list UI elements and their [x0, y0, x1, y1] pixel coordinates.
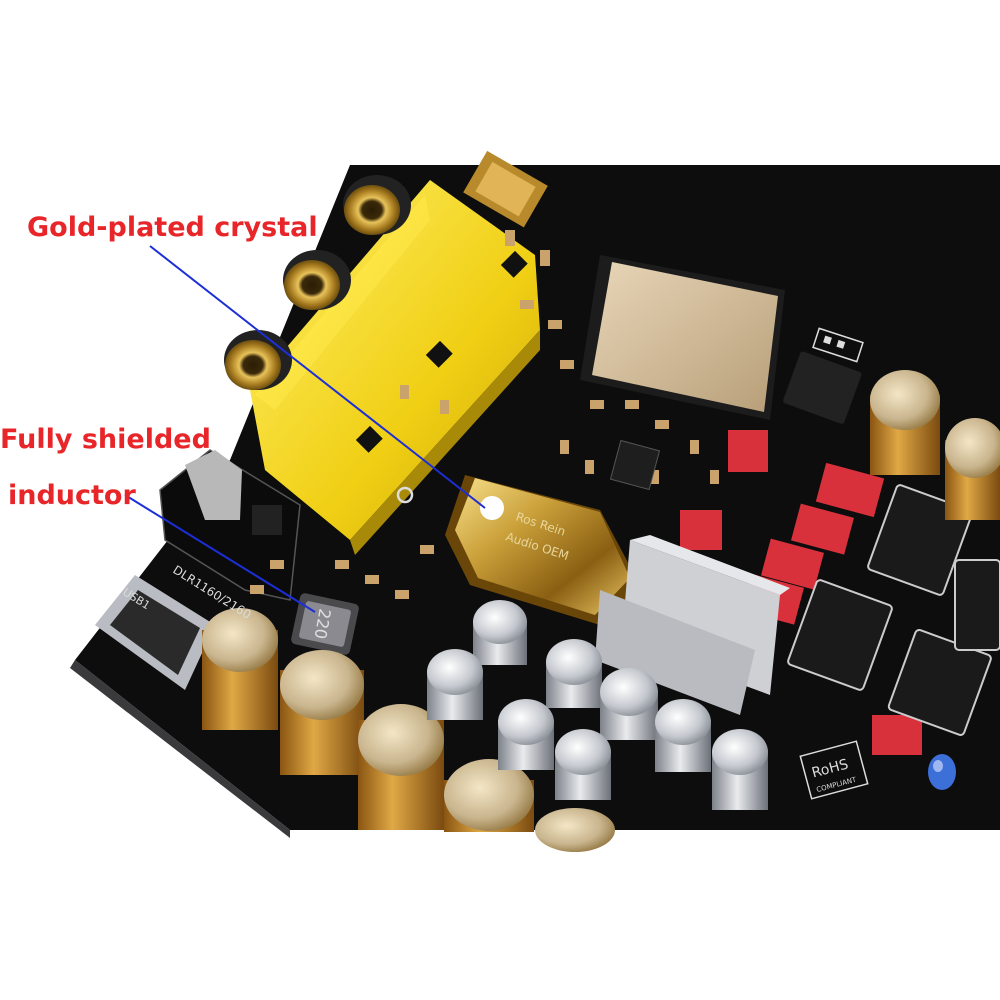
- crystal-leader-line: [149, 245, 486, 509]
- opamp-2: [787, 579, 893, 691]
- gold-crystal: Ros Rein Audio OEM: [445, 475, 640, 625]
- antenna-connector: [463, 150, 548, 228]
- inductor-annotation-label-line1: Fully shielded: [0, 424, 211, 455]
- mounting-hole: [396, 486, 414, 504]
- electrolytic-silver-3: [546, 639, 602, 708]
- rca-jack-3: [224, 330, 292, 390]
- crystal-annotation-label: Gold-plated crystal: [27, 212, 318, 243]
- electrolytic-gold-3: [358, 704, 444, 830]
- header-pins: [812, 327, 864, 363]
- grey-film-capacitors: [595, 535, 790, 715]
- pcb-edge: [70, 660, 290, 838]
- inductor-leader-line: [124, 494, 316, 613]
- wireless-module: [580, 255, 785, 420]
- smd-components: [250, 230, 719, 599]
- electrolytic-gold-top-1: [870, 370, 940, 475]
- electrolytic-gold-1: [202, 608, 278, 730]
- qfn-chip: [609, 439, 661, 491]
- electrolytic-silver-1: [473, 600, 527, 665]
- electrolytic-gold-top-2: [945, 418, 1000, 520]
- opamp-4: [954, 559, 1000, 651]
- electrolytic-gold-5: [535, 808, 615, 852]
- electrolytic-silver-4: [498, 699, 554, 770]
- electrolytic-silver-8: [712, 729, 768, 810]
- electrolytic-gold-2: [280, 650, 364, 775]
- rca-jack-1: [343, 175, 411, 235]
- blue-led: [928, 754, 956, 790]
- electrolytic-silver-2: [427, 649, 483, 720]
- optical-jack: [159, 449, 301, 601]
- rca-connector-block: [250, 180, 540, 555]
- electrolytic-gold-4: [444, 759, 534, 832]
- electrolytic-silver-7: [655, 699, 711, 772]
- inductor-annotation-label-line2: inductor: [8, 480, 136, 511]
- usb-c-port: [95, 575, 215, 690]
- electrolytic-silver-5: [600, 668, 658, 740]
- soic-chip: [783, 351, 862, 424]
- electrolytic-silver-6: [555, 729, 611, 800]
- rca-jack-2: [283, 250, 351, 310]
